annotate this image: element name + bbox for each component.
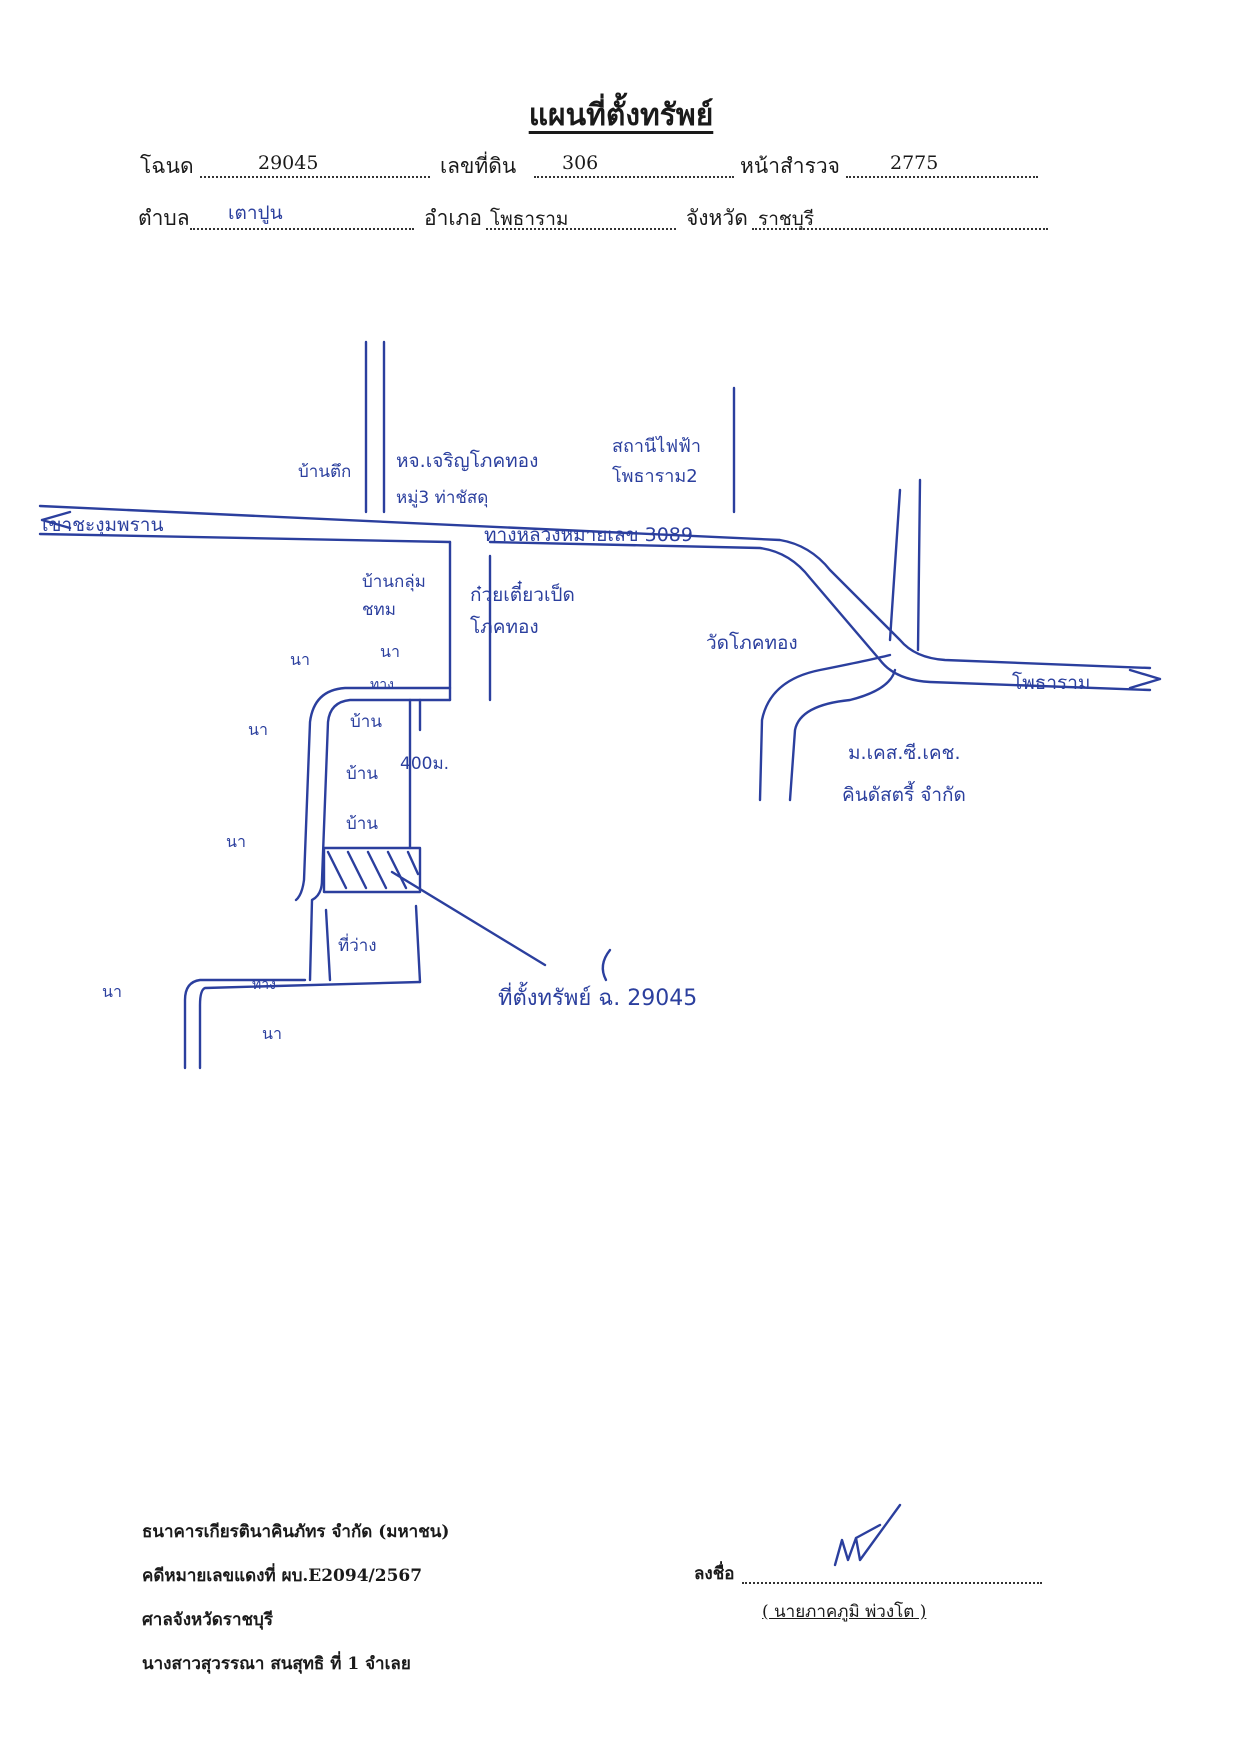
district-dots [486, 202, 676, 230]
lane-left-edge [308, 698, 452, 982]
empty-land-label: ที่ว่าง [338, 936, 377, 956]
side-road [448, 540, 492, 702]
lane-outer-edge [294, 686, 452, 902]
district-label: อำเภอ [424, 206, 483, 230]
field-label: นา [248, 720, 268, 739]
highway-label: ทางหลวงหมายเลข 3089 [484, 524, 693, 546]
highway-bottom-edge [38, 532, 1152, 692]
village-label: หมู่3 ท่าชัสดุ [396, 488, 489, 508]
property-hatching [326, 850, 420, 890]
subdistrict-label: ตำบล [138, 206, 190, 230]
field-label: นา [226, 832, 246, 851]
house-label: บ้าน [346, 814, 378, 834]
company-label: คินดัสตรี้ จำกัด [842, 784, 966, 806]
house-label: บ้าน [350, 712, 382, 732]
signer-name: ( นายภาคภูมิ พ่วงโต ) [762, 1602, 927, 1622]
house-label: บ้าน [346, 764, 378, 784]
deed-value: 29045 [258, 152, 319, 174]
curve-road-b [788, 668, 897, 802]
survey-value: 2775 [890, 152, 939, 174]
lane-label: ทาง [370, 677, 394, 693]
curve-road-a [758, 653, 892, 802]
north-road-left [364, 340, 386, 514]
court-name: ศาลจังหวัดราชบุรี [142, 1610, 273, 1630]
shop-label: หจ.เจริญโภคทอง [396, 450, 539, 472]
land-no-label: เลขที่ดิน [440, 154, 517, 178]
deed-label: โฉนด [140, 154, 194, 178]
field-label: นา [262, 1024, 282, 1043]
signature-mark [833, 1503, 902, 1567]
temple-label: วัดโภคทอง [706, 632, 798, 654]
land-no-value: 306 [562, 152, 599, 174]
district-value: โพธาราม [490, 208, 569, 230]
field-label: นา [290, 650, 310, 669]
to-west-label: เขาชะงุมพราน [42, 514, 164, 536]
page-title: แผนที่ตั้งทรัพย์ [528, 98, 714, 133]
school-label: ม.เคส.ซี.เคช. [848, 742, 961, 764]
to-east-label: โพธาราม [1012, 672, 1091, 694]
subdistrict-dots [190, 202, 414, 230]
deed-dots [200, 150, 430, 178]
province-value: ราชบุรี [758, 208, 815, 230]
province-label: จังหวัด [686, 206, 748, 230]
lane-right-edge [408, 698, 422, 850]
bank-name: ธนาคารเกียรตินาคินภัทร จำกัด (มหาชน) [142, 1522, 450, 1542]
arrow-west-icon [40, 510, 72, 530]
property-pointer [390, 870, 547, 967]
bottom-connector [324, 904, 422, 984]
sign-dots [742, 1556, 1042, 1584]
case-number: คดีหมายเลขแดงที่ ผบ.E2094/2567 [142, 1566, 423, 1586]
property-box [322, 846, 422, 894]
arrow-east-icon [1128, 668, 1162, 690]
noodle-label: ก๋วยเตี๋ยวเป็ด [470, 584, 575, 606]
distance-label: 400ม. [400, 754, 450, 774]
survey-dots [846, 150, 1038, 178]
pointer-mark [601, 948, 612, 982]
bottom-road [183, 978, 422, 1070]
house-brick-label: บ้านตึก [298, 462, 352, 482]
electric-label: สถานีไฟฟ้า โพธาราม2 [612, 436, 701, 487]
noodle-label-2: โภคทอง [470, 616, 539, 638]
field-label: นา [102, 982, 122, 1001]
house-village-label: บ้านกลุ่ม ชทม [362, 572, 426, 620]
province-dots [752, 202, 1048, 230]
defendant-name: นางสาวสุวรรณา สนสุทธิ ที่ 1 จำเลย [142, 1654, 411, 1674]
sign-label: ลงชื่อ [694, 1564, 735, 1584]
survey-label: หน้าสำรวจ [740, 154, 840, 178]
subdistrict-value: เตาปูน [228, 202, 283, 224]
east-road [888, 478, 922, 652]
lane-label: ทาง [252, 977, 276, 993]
highway-top-edge [38, 504, 1152, 670]
property-label: ที่ตั้งทรัพย์ ฉ. 29045 [498, 986, 698, 1011]
field-label: นา [380, 642, 400, 661]
land-no-dots [534, 150, 734, 178]
